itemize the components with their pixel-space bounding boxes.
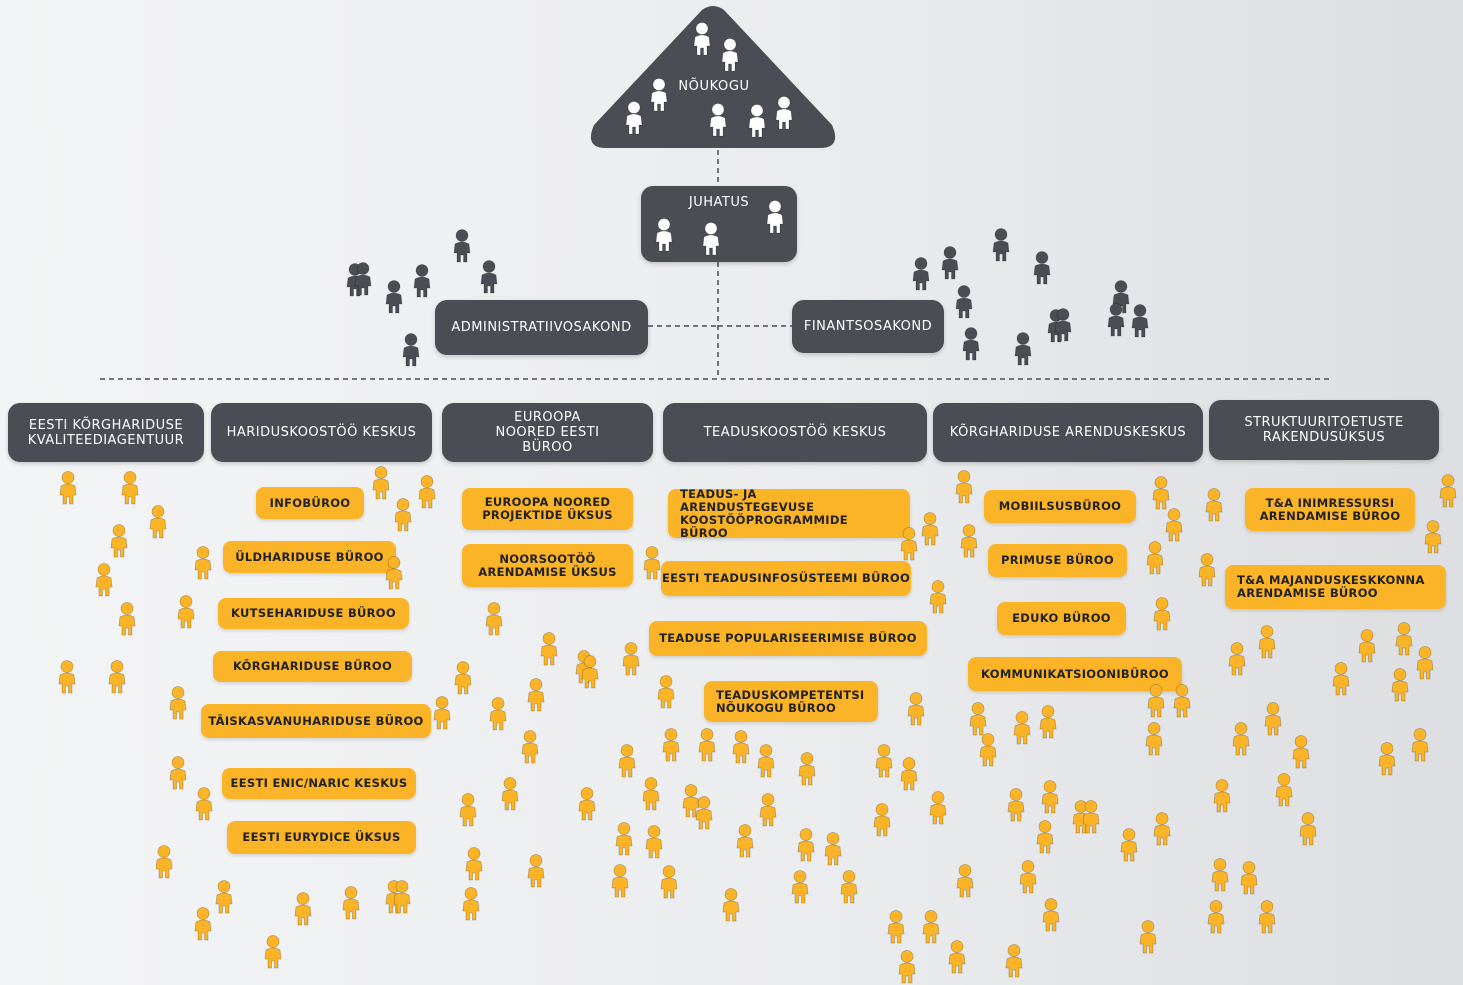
subunit-box[interactable]: TÄISKASVANUHARIDUSE BÜROO	[201, 704, 431, 738]
subunit-label: KUTSEHARIDUSE BÜROO	[231, 606, 396, 620]
subunit-label: KÕRGHARIDUSE BÜROO	[232, 659, 393, 673]
unit-box-tk[interactable]: TEADUSKOOSTÖÖ KESKUS	[663, 403, 927, 462]
subunit-box[interactable]: EUROOPA NOORED PROJEKTIDE ÜKSUS	[462, 488, 633, 530]
subunit-label: TEADUSE POPULARISEERIMISE BÜROO	[659, 631, 917, 645]
subunit-label: TEADUSKOMPETENTSI NÕUKOGU BÜROO	[716, 687, 865, 715]
subunit-label: MOBIILSUSBÜROO	[998, 499, 1122, 513]
subunit-box[interactable]: T&A INIMRESSURSI ARENDAMISE BÜROO	[1245, 488, 1415, 531]
subunit-label: ÜLDHARIDUSE BÜROO	[235, 549, 384, 564]
unit-title: EESTI KÕRGHARIDUSE KVALITEEDIAGENTUUR	[27, 417, 185, 448]
finance-department-box[interactable]: FINANTSOSAKOND	[792, 300, 944, 353]
subunit-box[interactable]: NOORSOOTÖÖ ARENDAMISE ÜKSUS	[462, 544, 633, 587]
admin-department-title: ADMINISTRATIIVOSAKOND	[451, 320, 632, 335]
subunit-box[interactable]: ÜLDHARIDUSE BÜROO	[223, 541, 396, 573]
subunit-label: PRIMUSE BÜROO	[1001, 553, 1114, 567]
subunit-box[interactable]: EESTI EURYDICE ÜKSUS	[227, 821, 416, 854]
subunit-label: EUROOPA NOORED PROJEKTIDE ÜKSUS	[482, 495, 613, 522]
subunit-box[interactable]: TEADUSKOMPETENTSI NÕUKOGU BÜROO	[704, 681, 878, 722]
unit-box-hk[interactable]: HARIDUSKOOSTÖÖ KESKUS	[211, 403, 432, 462]
subunit-label: EESTI TEADUSINFOSÜSTEEMI BÜROO	[661, 571, 911, 585]
subunit-label: KOMMUNIKATSIOONIBÜROO	[981, 666, 1169, 681]
unit-box-kak[interactable]: KÕRGHARIDUSE ARENDUSKESKUS	[933, 403, 1203, 462]
subunit-box[interactable]: EESTI ENIC/NARIC KESKUS	[222, 768, 416, 799]
subunit-box[interactable]: KÕRGHARIDUSE BÜROO	[213, 651, 412, 682]
subunit-box[interactable]: MOBIILSUSBÜROO	[984, 490, 1136, 523]
subunit-label: EESTI ENIC/NARIC KESKUS	[230, 776, 408, 790]
unit-box-sru[interactable]: STRUKTUURITOETUSTE RAKENDUSÜKSUS	[1209, 400, 1439, 460]
unit-box-en[interactable]: EUROOPA NOORED EESTI BÜROO	[442, 403, 653, 462]
subunit-label: T&A MAJANDUSKESKKONNA ARENDAMISE BÜROO	[1237, 573, 1425, 600]
unit-title: KÕRGHARIDUSE ARENDUSKESKUS	[949, 425, 1187, 440]
subunit-label: TÄISKASVANUHARIDUSE BÜROO	[208, 713, 424, 728]
unit-title: HARIDUSKOOSTÖÖ KESKUS	[226, 425, 417, 440]
subunit-box[interactable]: T&A MAJANDUSKESKKONNA ARENDAMISE BÜROO	[1225, 565, 1446, 609]
unit-title: TEADUSKOOSTÖÖ KESKUS	[703, 425, 887, 440]
board-box[interactable]: JUHATUS	[641, 186, 797, 262]
subunit-box[interactable]: PRIMUSE BÜROO	[988, 544, 1127, 577]
council-title: NÕUKOGU	[678, 79, 750, 94]
subunit-label: NOORSOOTÖÖ ARENDAMISE ÜKSUS	[478, 551, 617, 579]
unit-title: EUROOPA NOORED EESTI BÜROO	[495, 410, 600, 455]
subunit-label: T&A INIMRESSURSI ARENDAMISE BÜROO	[1259, 495, 1401, 523]
unit-title: STRUKTUURITOETUSTE RAKENDUSÜKSUS	[1244, 415, 1404, 445]
subunit-label: TEADUS- JA ARENDUSTEGEVUSE KOOSTÖÖPROGRA…	[680, 486, 848, 540]
subunit-label: EESTI EURYDICE ÜKSUS	[242, 830, 401, 844]
subunit-box[interactable]: KOMMUNIKATSIOONIBÜROO	[968, 657, 1182, 691]
subunit-box[interactable]: INFOBÜROO	[256, 487, 364, 519]
subunit-box[interactable]: KUTSEHARIDUSE BÜROO	[218, 598, 409, 629]
unit-box-ekka[interactable]: EESTI KÕRGHARIDUSE KVALITEEDIAGENTUUR	[8, 403, 204, 462]
subunit-box[interactable]: EESTI TEADUSINFOSÜSTEEMI BÜROO	[661, 561, 911, 596]
admin-department-box[interactable]: ADMINISTRATIIVOSAKOND	[435, 300, 648, 355]
subunit-label: INFOBÜROO	[269, 495, 351, 510]
subunit-box[interactable]: TEADUS- JA ARENDUSTEGEVUSE KOOSTÖÖPROGRA…	[668, 486, 910, 540]
board-title: JUHATUS	[688, 195, 750, 210]
finance-department-title: FINANTSOSAKOND	[803, 319, 933, 334]
subunit-label: EDUKO BÜROO	[1012, 611, 1111, 625]
subunit-box[interactable]: TEADUSE POPULARISEERIMISE BÜROO	[649, 621, 927, 656]
subunit-box[interactable]: EDUKO BÜROO	[997, 602, 1126, 635]
